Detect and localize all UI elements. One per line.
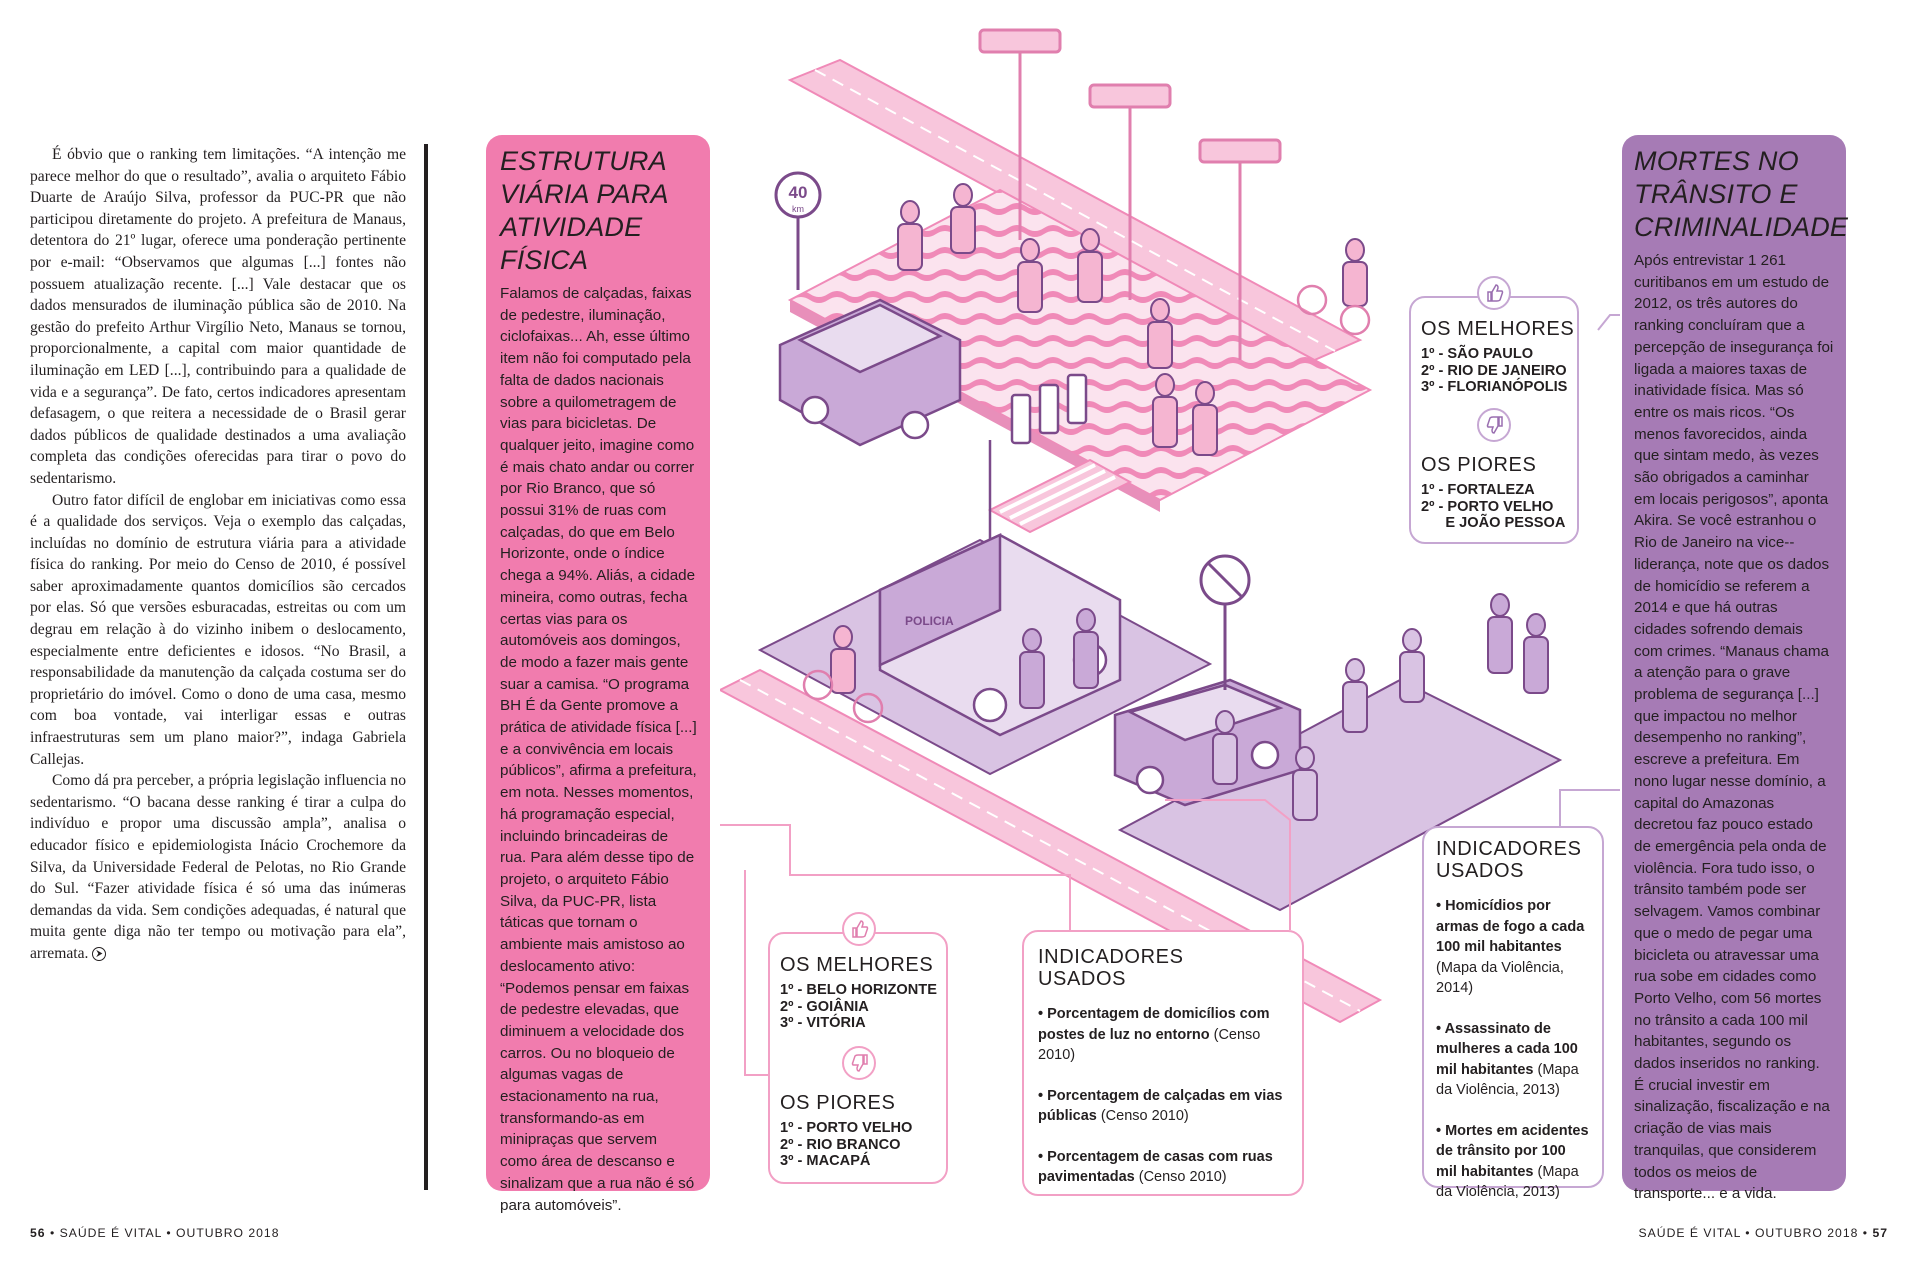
article-paragraph: Outro fator difícil de englobar em inici…: [30, 491, 406, 768]
transit-worst-label: OS PIORES: [1421, 454, 1537, 476]
road-worst-label: OS PIORES: [780, 1092, 896, 1114]
indicator-item: • Porcentagem de calçadas em vias públic…: [1038, 1087, 1283, 1125]
column-rule: [424, 144, 428, 1190]
ranking-item: 2º - RIO DE JANEIRO: [1421, 362, 1567, 379]
article-body: É óbvio que o ranking tem limitações. “A…: [30, 144, 406, 965]
road-indicators-card: INDICADORES USADOS • Porcentagem de domi…: [1022, 930, 1304, 1196]
thumbs-up-icon: [842, 912, 876, 946]
thumbs-down-icon: [842, 1046, 876, 1080]
footer-left-text: SAÚDE É VITAL • OUTUBRO 2018: [59, 1226, 280, 1240]
ranking-item: 2º - PORTO VELHO: [1421, 498, 1554, 515]
traffic-crime-box: MORTES NO TRÂNSITO E CRIMINALIDADE Após …: [1622, 135, 1849, 1202]
bicycles: [802, 284, 1371, 724]
transit-best-label: OS MELHORES: [1421, 318, 1575, 340]
police-officers: [1019, 593, 1549, 709]
ranking-item: 1º - FORTALEZA: [1421, 482, 1535, 498]
ranking-item: 3º - VITÓRIA: [780, 1015, 866, 1031]
footer-left: 56 • SAÚDE É VITAL • OUTUBRO 2018: [30, 1226, 280, 1240]
page-number-left: 56: [30, 1226, 46, 1240]
road-indicators-title: INDICADORES: [1038, 946, 1184, 968]
road-structure-box: ESTRUTURA VIÁRIA PARA ATIVIDADE FÍSICA F…: [486, 135, 710, 1214]
ranking-item: 2º - GOIÂNIA: [780, 998, 869, 1015]
indicator-item: • Porcentagem de casas com ruas paviment…: [1038, 1148, 1273, 1186]
thumbs-down-icon: [1477, 408, 1511, 442]
road-ranking-card: OS MELHORES 1º - BELO HORIZONTE 2º - GOI…: [768, 912, 948, 1184]
ranking-item: E JOÃO PESSOA: [1421, 515, 1566, 531]
road-best-label: OS MELHORES: [780, 954, 934, 976]
ranking-item: 3º - MACAPÁ: [780, 1153, 871, 1169]
indicator-item: • Porcentagem de domicílios com postes d…: [1038, 1006, 1270, 1063]
street-lamps: [978, 28, 1282, 360]
car-top: [778, 298, 962, 447]
traffic-crime-body: Após entrevistar 1 261 curitibanos em um…: [1634, 252, 1834, 1203]
article-paragraph: É óbvio que o ranking tem limitações. “A…: [30, 146, 406, 487]
crosswalk: [987, 458, 1133, 534]
road-structure-body: Falamos de calçadas, faixas de pedestre,…: [500, 285, 697, 1214]
article-paragraph-text: Como dá pra perceber, a própria legislaç…: [30, 772, 406, 962]
ranking-item: 1º - PORTO VELHO: [780, 1120, 913, 1136]
police-van: POLICIA: [878, 533, 1122, 737]
ranking-item: 2º - RIO BRANCO: [780, 1136, 901, 1153]
traffic-lights: [988, 373, 1088, 590]
road-structure-title: ESTRUTURA VIÁRIA PARA ATIVIDADE FÍSICA: [500, 146, 668, 275]
indicator-item: • Mortes em acidentes de trânsito por 10…: [1436, 1122, 1589, 1201]
transit-ranking-card: OS MELHORES 1º - SÃO PAULO 2º - RIO DE J…: [1409, 276, 1579, 544]
ranking-item: 3º - FLORIANÓPOLIS: [1421, 379, 1568, 395]
thumbs-up-icon: [1477, 276, 1511, 310]
traffic-crime-title: MORTES NO TRÂNSITO E CRIMINALIDADE: [1634, 146, 1849, 242]
page-number-right: 57: [1872, 1226, 1888, 1240]
footer-right: SAÚDE É VITAL • OUTUBRO 2018 • 57: [1639, 1226, 1888, 1240]
people: [830, 183, 1368, 694]
road-indicators-subtitle: USADOS: [1038, 968, 1127, 990]
runners: [1212, 628, 1425, 821]
no-turn-sign: [1199, 554, 1251, 690]
speed-limit-unit: km: [792, 204, 804, 214]
footer-right-text: SAÚDE É VITAL • OUTUBRO 2018 •: [1638, 1226, 1869, 1240]
transit-indicators-card: INDICADORES USADOS • Homicídios por arma…: [1422, 826, 1604, 1200]
transit-indicators-title: INDICADORES: [1436, 838, 1582, 860]
indicator-item: • Assassinato de mulheres a cada 100 mil…: [1436, 1020, 1579, 1099]
ranking-item: 1º - BELO HORIZONTE: [780, 982, 937, 998]
indicator-item: • Homicídios por armas de fogo a cada 10…: [1436, 898, 1585, 996]
transit-indicators-subtitle: USADOS: [1436, 860, 1525, 882]
ranking-item: 1º - SÃO PAULO: [1421, 346, 1534, 362]
sidewalk-right: [1117, 678, 1563, 912]
police-van-label: POLICIA: [905, 614, 954, 628]
end-of-article-icon: ⮞: [92, 947, 107, 962]
article-paragraph: Como dá pra perceber, a própria legislaç…: [30, 770, 406, 964]
car-middle: [1113, 678, 1302, 807]
speed-limit-sign: 40 km: [774, 171, 822, 290]
speed-limit-value: 40: [789, 183, 808, 202]
